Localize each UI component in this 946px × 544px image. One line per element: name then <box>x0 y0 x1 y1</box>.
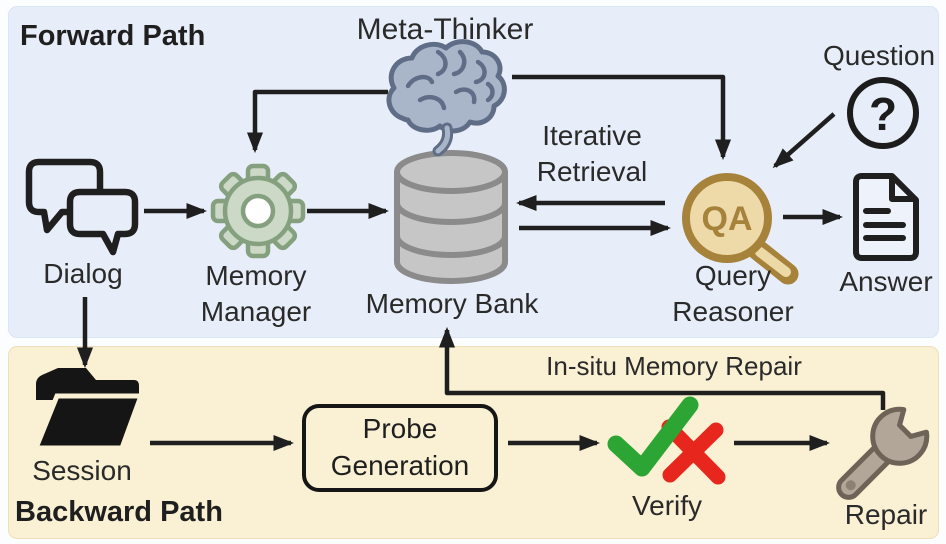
probe-generation-box: Probe Generation <box>302 404 498 492</box>
database-icon <box>394 150 508 284</box>
forward-path-title: Forward Path <box>20 20 206 52</box>
query-reasoner-label: Query Reasoner <box>672 258 793 331</box>
memory-bank-label: Memory Bank <box>365 288 539 319</box>
dialog-label: Dialog <box>43 258 123 289</box>
verify-label: Verify <box>631 490 703 521</box>
meta-thinker-label: Meta-Thinker <box>356 13 534 46</box>
wrench-icon <box>836 406 930 500</box>
question-label: Question <box>822 40 936 71</box>
iterative-retrieval-label: Iterative Retrieval <box>537 118 647 191</box>
iterative-retrieval-line1: Iterative <box>542 120 642 151</box>
answer-label: Answer <box>839 266 933 297</box>
probe-generation-line1: Probe <box>362 413 438 445</box>
session-folder-icon <box>32 368 145 451</box>
memory-manager-line2: Manager <box>200 296 312 328</box>
memory-manager-line1: Memory <box>205 260 307 291</box>
arrow-question-to-query-reasoner <box>772 112 836 169</box>
repair-label: Repair <box>844 499 928 530</box>
arrow-meta-thinker-to-memory-manager <box>246 89 388 154</box>
in-situ-memory-repair-label: In-situ Memory Repair <box>546 351 802 381</box>
gear-icon <box>210 163 306 259</box>
question-mark-glyph: ? <box>869 88 897 140</box>
question-icon: ? <box>847 77 919 149</box>
arrow-in-situ-memory-repair <box>438 326 886 410</box>
dialog-icon <box>25 158 139 256</box>
answer-document-icon <box>853 173 919 261</box>
query-reasoner-line1: Query <box>694 260 772 291</box>
qa-badge-label: QA <box>702 200 753 238</box>
brain-icon <box>386 39 507 157</box>
iterative-retrieval-line2: Retrieval <box>536 156 648 188</box>
arrow-meta-thinker-to-query-reasoner <box>512 74 732 161</box>
verify-check-icon <box>607 396 699 477</box>
memory-manager-label: Memory Manager <box>201 258 312 331</box>
backward-path-title: Backward Path <box>15 496 223 528</box>
probe-generation-line2: Generation <box>330 450 470 481</box>
qa-magnifier-icon: QA <box>682 173 799 285</box>
query-reasoner-line2: Reasoner <box>672 296 794 328</box>
session-label: Session <box>32 455 132 486</box>
